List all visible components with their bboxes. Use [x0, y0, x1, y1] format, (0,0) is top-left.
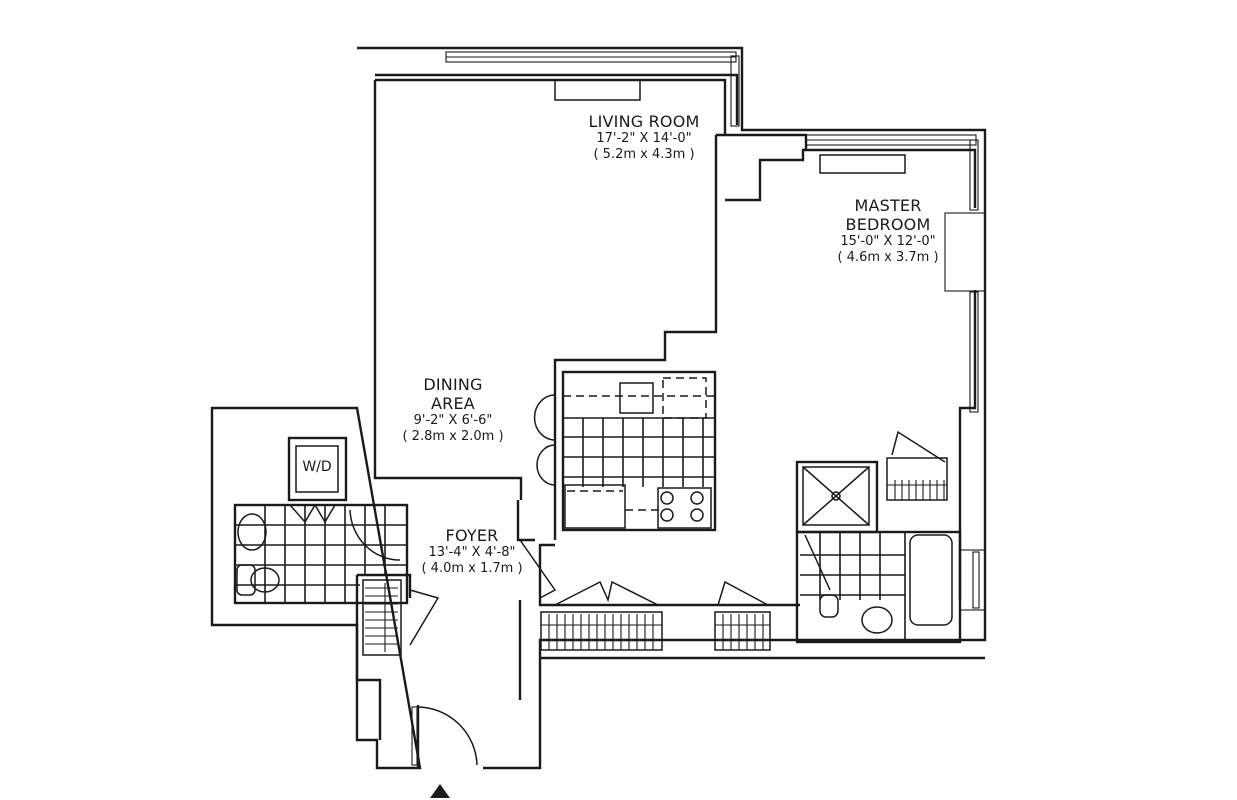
washer-dryer-label: W/D [302, 459, 332, 475]
kitchen [533, 370, 717, 532]
foyer-name: FOYER [445, 526, 499, 545]
master-bedroom-dim-imperial: 15'-0" X 12'-0" [840, 234, 936, 250]
foyer-closets [519, 539, 771, 651]
hall-bathroom [233, 436, 409, 605]
linen-closet [362, 579, 440, 656]
dining-area-name-line2: AREA [431, 394, 475, 414]
master-bedroom-name-line2: BEDROOM [845, 215, 931, 235]
foyer-label: FOYER 13'-4" X 4'-8" ( 4.0m x 1.7m ) [421, 526, 522, 576]
foyer-dim-metric: ( 4.0m x 1.7m ) [421, 560, 523, 576]
exterior-walls [210, 46, 987, 770]
living-room-dim-imperial: 17'-2" X 14'-0" [596, 131, 692, 147]
living-room-radiator [554, 79, 641, 101]
bedroom-radiator [819, 154, 906, 174]
dining-area-dim-imperial: 9'-2" X 6'-6" [413, 413, 493, 429]
dining-area-label: DINING AREA 9'-2" X 6'-6" ( 2.8m x 2.0m … [402, 375, 503, 445]
living-room-name: LIVING ROOM [588, 112, 700, 131]
living-room-dim-metric: ( 5.2m x 4.3m ) [593, 146, 695, 162]
dining-area-name-line1: DINING [423, 375, 483, 394]
entry-door [411, 706, 478, 766]
master-bedroom-dim-metric: ( 4.6m x 3.7m ) [837, 249, 939, 265]
dining-area-dim-metric: ( 2.8m x 2.0m ) [402, 428, 504, 444]
master-bedroom-label: MASTER BEDROOM 15'-0" X 12'-0" ( 4.6m x … [837, 196, 938, 266]
living-room-label: LIVING ROOM 17'-2" X 14'-0" ( 5.2m x 4.3… [588, 112, 699, 162]
master-bedroom-name-line1: MASTER [854, 196, 922, 215]
entry-arrow-icon [430, 784, 450, 798]
master-bathroom [795, 430, 962, 644]
foyer-dim-imperial: 13'-4" X 4'-8" [428, 545, 516, 561]
